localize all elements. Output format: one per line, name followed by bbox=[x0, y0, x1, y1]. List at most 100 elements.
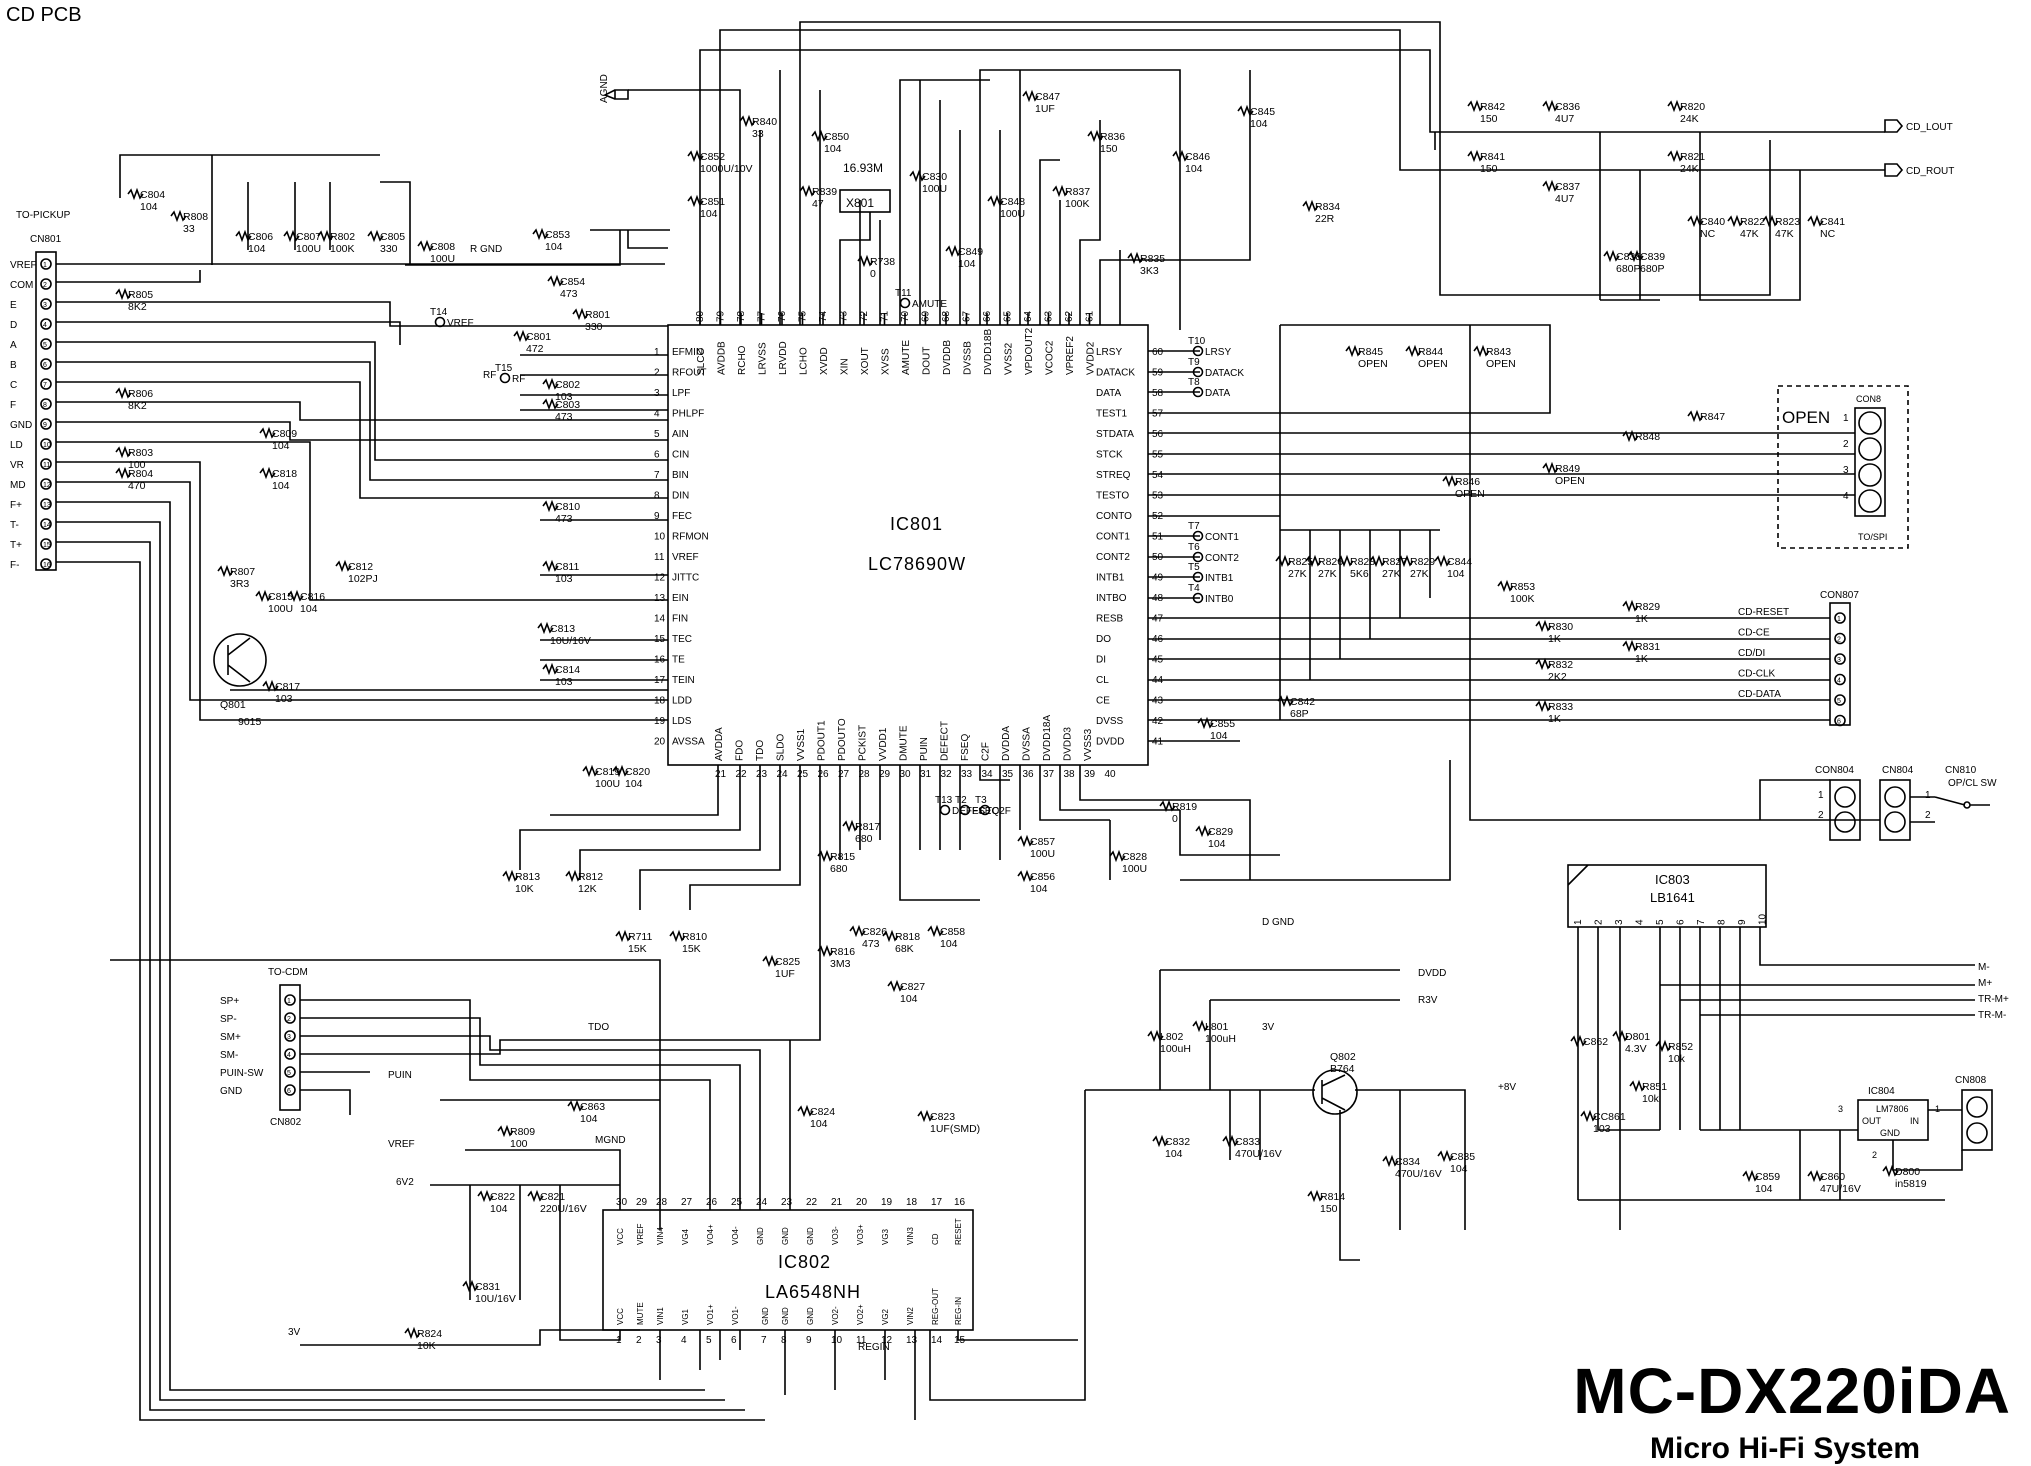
component-value: 24K bbox=[1680, 163, 1699, 175]
component-symbol bbox=[572, 307, 589, 321]
component-value: 100 bbox=[510, 1138, 528, 1150]
ic801-pin-name: LRVDD bbox=[778, 341, 789, 375]
ic801-pin-number: 75 bbox=[798, 310, 809, 322]
component-ref: R846 bbox=[1455, 476, 1480, 488]
component-value: 24K bbox=[1680, 113, 1699, 125]
ic801-pin-name: FSEQ bbox=[960, 734, 971, 761]
ic801-pin-number: 24 bbox=[777, 769, 789, 780]
cn807-pin-circle bbox=[1834, 714, 1846, 727]
component-value: 102PJ bbox=[348, 573, 378, 585]
component-ref: R840 bbox=[752, 116, 777, 128]
cn801-pin-name: C bbox=[10, 380, 17, 391]
component-value: 104 bbox=[1030, 883, 1048, 895]
component-value: 10k bbox=[1668, 1053, 1686, 1065]
ic801-pin-name: RCHO bbox=[737, 345, 748, 375]
ic802-pin-number: 18 bbox=[906, 1197, 918, 1208]
component-symbol bbox=[1667, 99, 1684, 113]
con8-pin-number: 4 bbox=[1843, 491, 1849, 502]
cn801-pin-name: E bbox=[10, 300, 17, 311]
ic801-pin-name: DVDD bbox=[1096, 737, 1124, 748]
test-point bbox=[434, 316, 446, 328]
ic801-pin-number: 35 bbox=[1002, 769, 1014, 780]
cn801-pin-circle bbox=[40, 498, 52, 510]
component-value: 473 bbox=[555, 513, 573, 525]
component-value: 100U bbox=[1122, 863, 1147, 875]
ic801-pin-number: 49 bbox=[1152, 573, 1164, 584]
ic804-ref: IC804 bbox=[1868, 1086, 1895, 1097]
ic803-part: LB1641 bbox=[1650, 890, 1695, 905]
ic801-pin-name: DVDD18A bbox=[1042, 715, 1053, 761]
ic801-pin-name: TEIN bbox=[672, 675, 695, 686]
ic801-pin-name: FEC bbox=[672, 511, 692, 522]
ic802-pin-number: 11 bbox=[856, 1335, 867, 1346]
ic801-pin-number: 5 bbox=[654, 429, 660, 440]
ic802-pin-number: 9 bbox=[806, 1335, 812, 1346]
ic802-pin-name: VIN2 bbox=[906, 1307, 915, 1325]
ic801-pin-name: DATACK bbox=[1096, 368, 1135, 379]
component-ref: R813 bbox=[515, 871, 540, 883]
test-point-name: AMUTE bbox=[912, 299, 947, 310]
component-value: 104 bbox=[272, 440, 290, 452]
ic801-pin-name: DVDD18B bbox=[983, 329, 994, 375]
cn801-pin-name: B bbox=[10, 360, 17, 371]
test-point-ref: T11 bbox=[895, 288, 912, 299]
ic802-pin-name: GND bbox=[806, 1227, 815, 1245]
ic801-pin-name: DOUT bbox=[922, 347, 933, 375]
component-value: 220U/16V bbox=[540, 1203, 587, 1215]
ic801-pin-name: DI bbox=[1096, 655, 1106, 666]
ic801-pin-name: VVSS3 bbox=[1083, 728, 1094, 761]
q802-ref: Q802 bbox=[1330, 1051, 1356, 1063]
cn810-ref: CN810 bbox=[1945, 765, 1977, 776]
ic801-pin-number: 70 bbox=[900, 310, 911, 322]
ic802-pin-name: GND bbox=[761, 1307, 770, 1325]
component-value: 470 bbox=[128, 480, 146, 492]
ic801-pin-name: XOUT bbox=[860, 347, 871, 375]
ic801-pin-name: XVSS bbox=[881, 348, 892, 375]
cn801-pin-number: 3 bbox=[43, 302, 47, 309]
port-tdo: TDO bbox=[588, 1022, 609, 1033]
cn801-pin-circle bbox=[40, 278, 52, 290]
cn801-ref: CN801 bbox=[30, 234, 62, 245]
port-dgnd: D GND bbox=[1262, 917, 1294, 928]
component-symbol bbox=[1109, 849, 1126, 863]
port-m-minus: M- bbox=[1978, 962, 1990, 973]
ic802-pin-number: 10 bbox=[831, 1335, 843, 1346]
cn801-pin-name: F- bbox=[10, 560, 19, 571]
component-symbol bbox=[1305, 554, 1322, 568]
ic802-pin-name: GND bbox=[781, 1227, 790, 1245]
ic803-pin-number: 4 bbox=[1635, 919, 1646, 925]
ic803-body bbox=[1567, 864, 1767, 928]
component-value: 100K bbox=[330, 243, 355, 255]
component-symbol bbox=[1742, 1169, 1759, 1183]
cn810-p1: 1 bbox=[1925, 790, 1931, 801]
component-symbol bbox=[797, 1104, 814, 1118]
cn804b-ref: CN804 bbox=[1882, 765, 1914, 776]
ic801-pin-name: AVSSA bbox=[672, 737, 705, 748]
ic802-pin-number: 14 bbox=[931, 1335, 943, 1346]
component-ref: C845 bbox=[1250, 106, 1275, 118]
component-value: 104 bbox=[490, 1203, 508, 1215]
ic802-pin-name: VIN4 bbox=[656, 1227, 665, 1245]
component-value: 100U bbox=[268, 603, 293, 615]
cn802-pin-name: SP- bbox=[220, 1014, 237, 1025]
ic801-pin-number: 18 bbox=[654, 696, 666, 707]
port-3v-q: 3V bbox=[1262, 1022, 1275, 1033]
component-value: 103 bbox=[555, 676, 573, 688]
ic801-pin-name: LCHO bbox=[799, 347, 810, 375]
component-value: 1000U/10V bbox=[700, 163, 753, 175]
component-symbol bbox=[335, 559, 352, 573]
component-value: 680 bbox=[830, 863, 848, 875]
port-trm-minus: TR-M- bbox=[1978, 1010, 2006, 1021]
cn801-body bbox=[35, 251, 57, 571]
component-symbol bbox=[115, 386, 132, 400]
q801-leads bbox=[227, 637, 251, 683]
component-ref: R847 bbox=[1700, 411, 1725, 423]
component-ref: R738 bbox=[870, 256, 895, 268]
component-ref: R831 bbox=[1635, 641, 1660, 653]
component-value: in5819 bbox=[1895, 1178, 1927, 1190]
component-ref: R816 bbox=[830, 946, 855, 958]
component-ref: C824 bbox=[810, 1106, 835, 1118]
component-labels: C804104R80833C806104C807100UR802100KC805… bbox=[115, 89, 1927, 1352]
component-value: 104 bbox=[545, 241, 563, 253]
component-value: 472 bbox=[526, 343, 544, 355]
